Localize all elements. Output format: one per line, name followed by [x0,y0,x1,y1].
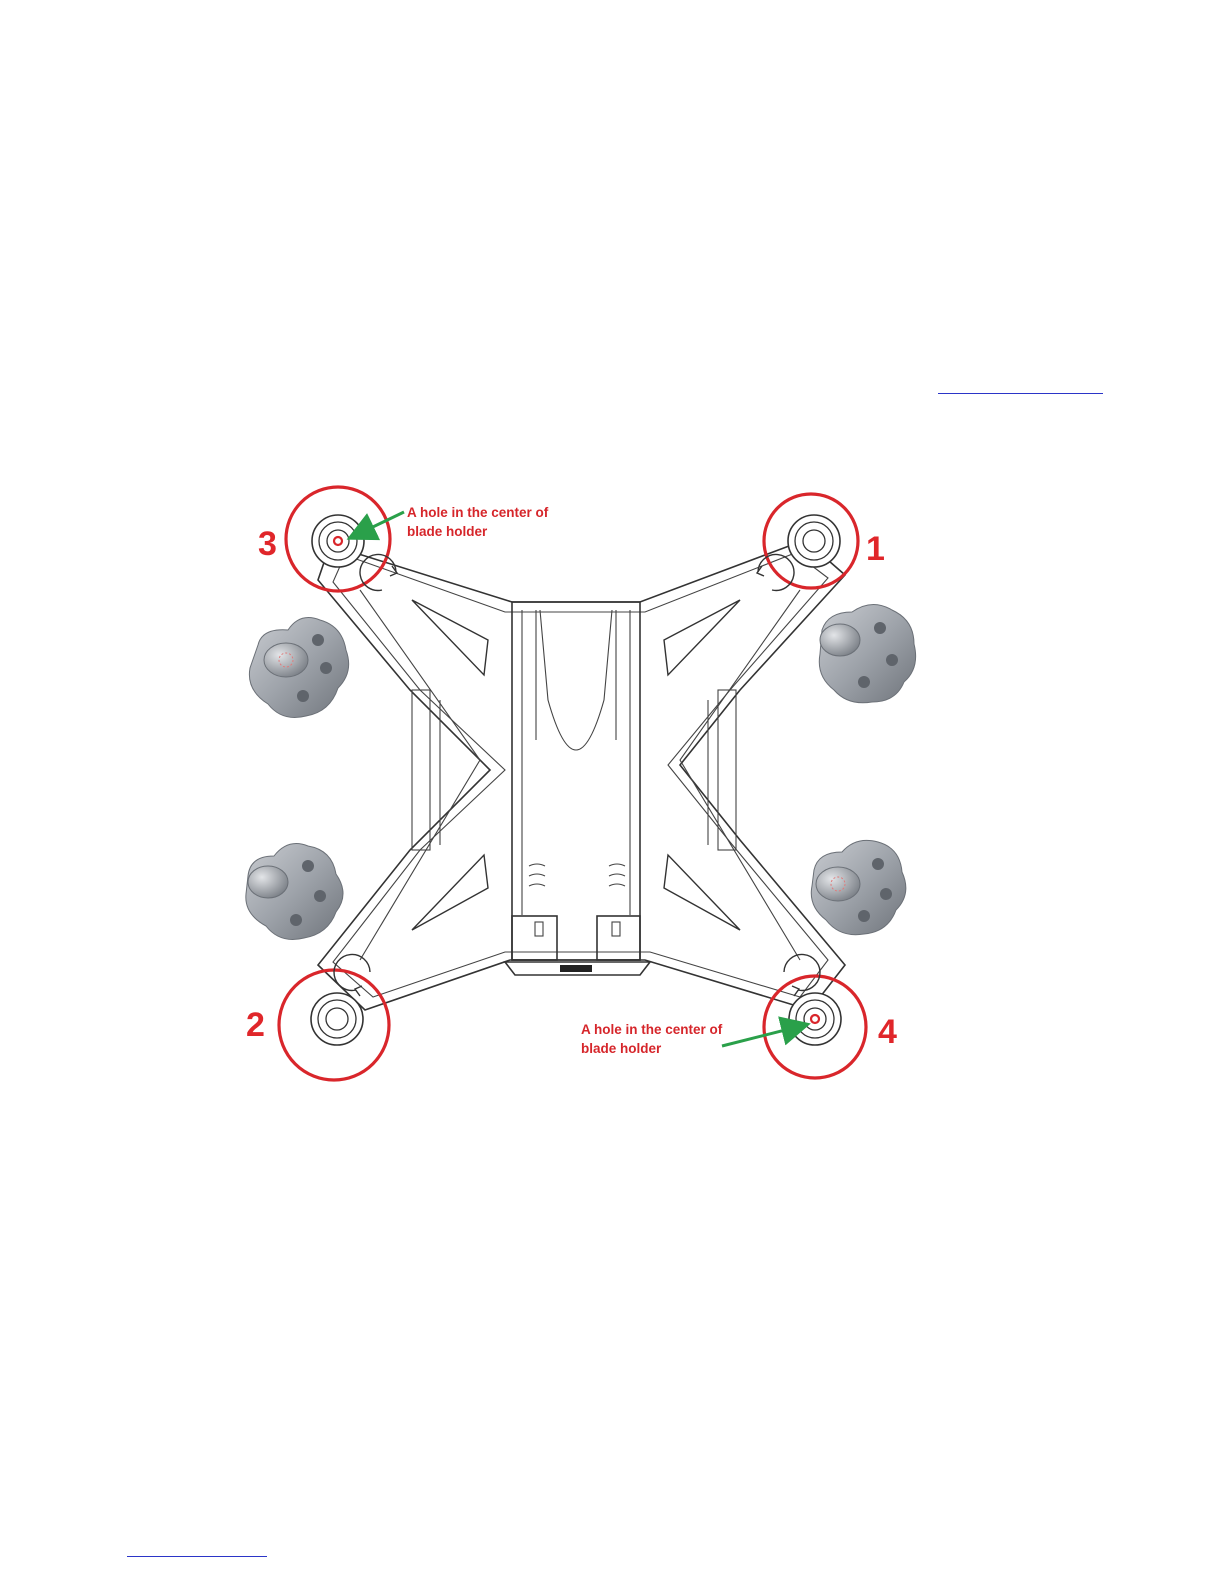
motor-number-4: 4 [878,1013,897,1051]
motor-number-3: 3 [258,525,277,563]
pointer-arrow-top [352,512,404,537]
annotation-top-line2: blade holder [407,524,488,539]
annotation-top-line1: A hole in the center of [407,505,549,520]
motor-number-2: 2 [246,1006,265,1044]
blade-holder-part [246,844,343,940]
motor-2 [279,970,389,1080]
annotation-bottom-line1: A hole in the center of [581,1022,723,1037]
blade-holder-part [811,840,906,934]
blade-holder-part [249,618,348,718]
motor-number-1: 1 [866,530,885,568]
frame-cutouts [412,600,740,930]
annotation-bottom-line2: blade holder [581,1041,662,1056]
motor-4 [764,976,866,1078]
motor-1 [764,494,858,588]
motor-3 [286,487,390,591]
frame-body [318,540,845,1010]
blade-holder-part [819,604,915,702]
